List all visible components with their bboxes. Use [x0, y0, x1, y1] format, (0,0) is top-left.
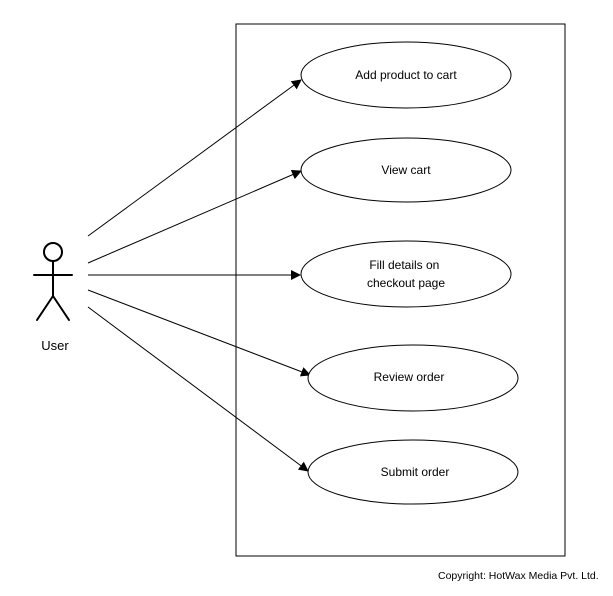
- use-case-view-cart: View cart: [300, 137, 512, 203]
- use-case-label-line: checkout page: [367, 276, 445, 290]
- actor-user: User: [33, 242, 73, 353]
- use-case-label: Fill details on checkout page: [367, 258, 445, 290]
- use-case-label: Submit order: [381, 465, 450, 479]
- actor-head: [43, 242, 63, 262]
- use-case-label-line: Fill details on: [369, 258, 439, 272]
- system-boundary: [235, 23, 566, 557]
- use-case-ellipse: [307, 344, 519, 412]
- use-case-ellipse: [300, 240, 512, 308]
- use-case-ellipse: [307, 439, 519, 505]
- copyright-notice: Copyright: HotWax Media Pvt. Ltd.: [438, 570, 599, 582]
- actor-right-leg: [52, 295, 70, 321]
- association-review-order: [87, 289, 311, 377]
- associations: [87, 79, 311, 472]
- use-case-label: View cart: [381, 163, 431, 177]
- use-case-add-product-to-cart: Add product to cart: [300, 41, 512, 109]
- use-case-review-order: Review order: [307, 344, 519, 412]
- association-view-cart: [87, 169, 302, 264]
- actor-left-leg: [36, 295, 54, 321]
- use-case-fill-details-on-checkout-page: Fill details on checkout page: [300, 240, 512, 308]
- use-case-label: Add product to cart: [355, 68, 457, 82]
- association-submit-order: [87, 306, 309, 472]
- use-case-ellipse: [300, 41, 512, 109]
- use-case-label-line: View cart: [381, 163, 431, 177]
- use-case-label-line: Submit order: [381, 465, 450, 479]
- actor-label: User: [41, 338, 69, 353]
- use-case-ellipse: [300, 137, 512, 203]
- stick-figure-icon: [33, 242, 73, 321]
- use-case-label-line: Add product to cart: [355, 68, 457, 82]
- association-add-product-to-cart: [87, 79, 302, 237]
- use-case-label-line: Review order: [374, 370, 445, 384]
- use-case-submit-order: Submit order: [307, 439, 519, 505]
- use-case-label: Review order: [374, 370, 445, 384]
